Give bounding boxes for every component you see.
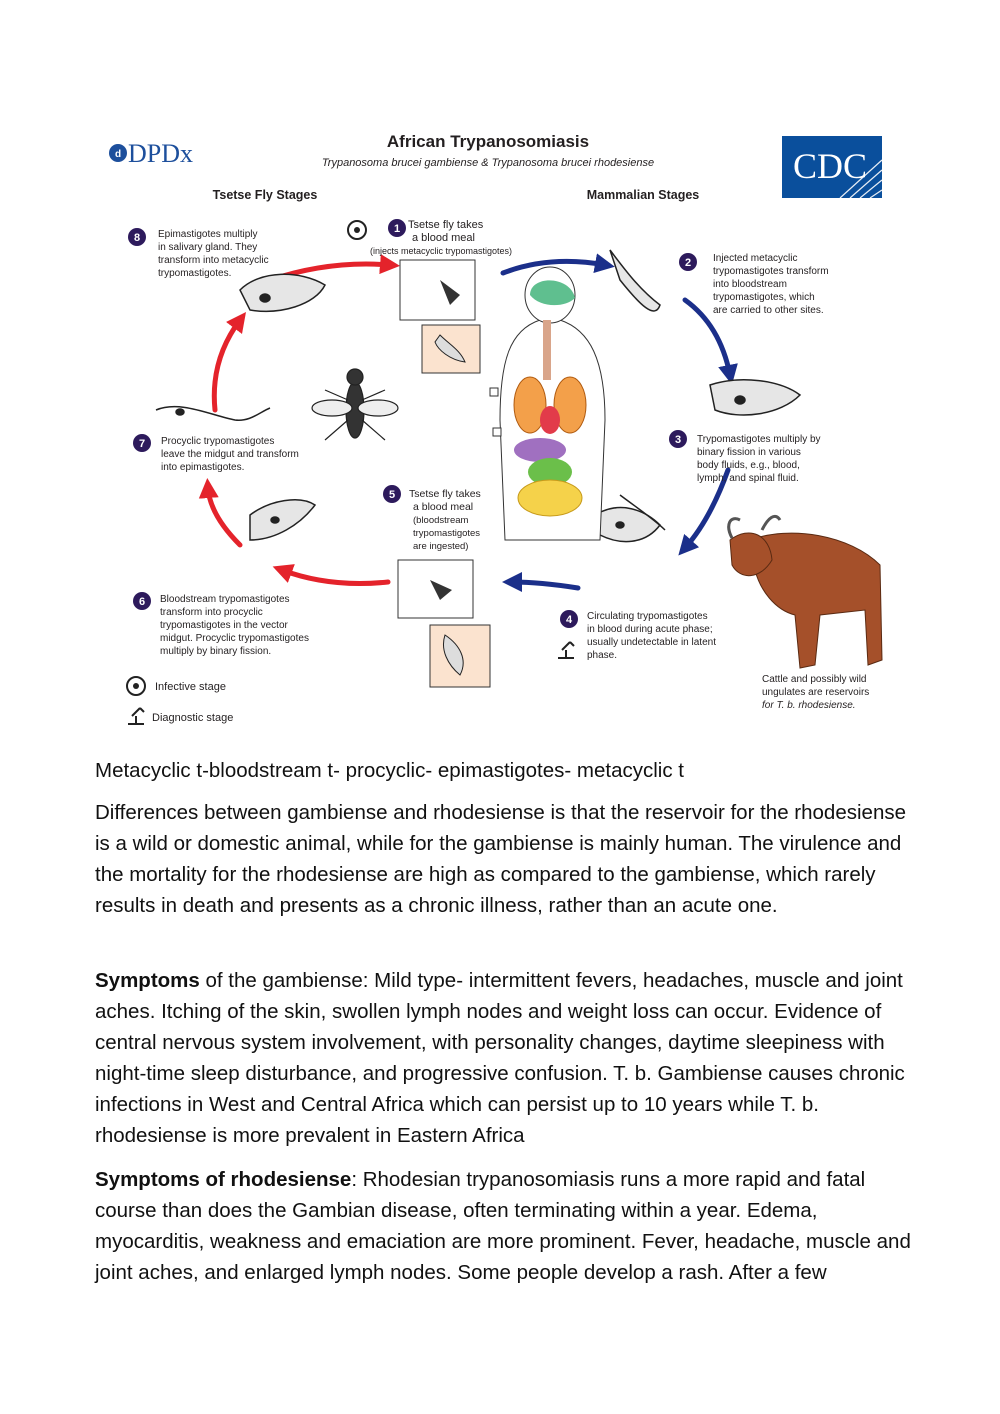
step-5-text: Tsetse fly takes	[409, 488, 481, 500]
cattle-illustration	[729, 516, 882, 668]
legend-infective: Infective stage	[155, 681, 226, 693]
step-1-number: 1	[394, 223, 400, 235]
biohazard-icon-step1	[348, 221, 366, 239]
tsetse-fly-illustration	[312, 369, 398, 440]
step-4-text: usually undetectable in latent	[587, 637, 716, 648]
step-3-text: binary fission in various	[697, 447, 801, 458]
step-7-number: 7	[139, 438, 145, 450]
step-6-text: transform into procyclic	[160, 607, 263, 618]
step-1-text: a blood meal	[412, 232, 475, 244]
differences-paragraph: Differences between gambiense and rhodes…	[95, 797, 915, 921]
gambiense-body: of the gambiense: Mild type- intermitten…	[95, 969, 905, 1147]
fly-bite-inset-top	[400, 260, 480, 373]
step-2-text: into bloodstream	[713, 279, 787, 290]
step-3-text: body fluids, e.g., blood,	[697, 460, 800, 471]
cattle-note: Cattle and possibly wild ungulates are r…	[762, 674, 869, 711]
step-3-text: lymph, and spinal fluid.	[697, 473, 799, 484]
step-7-text: leave the midgut and transform	[161, 449, 299, 460]
figure-title: African Trypanosomiasis	[387, 132, 589, 151]
rhodesiense-paragraph: Symptoms of rhodesiense: Rhodesian trypa…	[95, 1164, 915, 1288]
step-6-number: 6	[139, 596, 145, 608]
step-5-text: are ingested)	[413, 541, 468, 552]
step-1-text: (injects metacyclic trypomastigotes)	[370, 246, 512, 256]
mammal-stages-label: Mammalian Stages	[587, 188, 700, 202]
step-2-text: trypomastigotes, which	[713, 292, 815, 303]
step-5-text: trypomastigotes	[413, 528, 480, 539]
step-8-text: trypomastigotes.	[158, 268, 231, 279]
step-4-text: Circulating trypomastigotes	[587, 611, 708, 622]
step-2-text: Injected metacyclic	[713, 253, 797, 264]
svg-text:ungulates are reservoirs: ungulates are reservoirs	[762, 687, 869, 698]
gambiense-paragraph: Symptoms of the gambiense: Mild type- in…	[95, 965, 915, 1151]
step-4-text: phase.	[587, 650, 617, 661]
step-2-text: trypomastigotes transform	[713, 266, 829, 277]
step-7-text: into epimastigotes.	[161, 462, 244, 473]
step-5-text: a blood meal	[413, 501, 473, 513]
svg-text:Cattle and possibly wild: Cattle and possibly wild	[762, 674, 867, 685]
svg-text:for T. b. rhodesiense.: for T. b. rhodesiense.	[762, 700, 856, 711]
gambiense-label: Symptoms	[95, 969, 200, 992]
step-1-text: Tsetse fly takes	[408, 219, 484, 231]
step-5-number: 5	[389, 489, 395, 501]
microscope-icon-step4	[558, 642, 574, 658]
step-8-text: Epimastigotes multiply	[158, 229, 257, 240]
figure-subtitle: Trypanosoma brucei gambiense & Trypanoso…	[322, 157, 654, 169]
step-4-number: 4	[566, 614, 573, 626]
sequence-line: Metacyclic t-bloodstream t- procyclic- e…	[95, 755, 915, 786]
human-body-illustration	[490, 267, 605, 540]
step-3-text: Trypomastigotes multiply by	[697, 434, 821, 445]
step-8-number: 8	[134, 232, 140, 244]
step-5-text: (bloodstream	[413, 515, 469, 526]
svg-text:CDC: CDC	[793, 146, 867, 186]
svg-text:d: d	[115, 149, 121, 160]
step-6-text: midgut. Procyclic trypomastigotes	[160, 633, 309, 644]
legend-diagnostic: Diagnostic stage	[152, 712, 233, 724]
step-2-number: 2	[685, 257, 691, 269]
svg-text:DPDx: DPDx	[128, 139, 193, 168]
dpdx-logo: d DPDx	[109, 139, 193, 168]
life-cycle-figure: d DPDx CDC African Trypanosomiasis Trypa…	[100, 120, 900, 740]
step-7-text: Procyclic trypomastigotes	[161, 436, 274, 447]
fly-bite-inset-bottom	[398, 560, 490, 687]
microscope-icon	[128, 708, 144, 724]
step-6-text: trypomastigotes in the vector	[160, 620, 289, 631]
step-2-text: are carried to other sites.	[713, 305, 824, 316]
step-6-text: Bloodstream trypomastigotes	[160, 594, 290, 605]
step-6-text: multiply by binary fission.	[160, 646, 271, 657]
fly-stages-label: Tsetse Fly Stages	[213, 188, 318, 202]
rhodesiense-label: Symptoms of rhodesiense	[95, 1168, 351, 1191]
step-8-text: in salivary gland. They	[158, 242, 257, 253]
cdc-logo: CDC	[782, 136, 882, 198]
step-8-text: transform into metacyclic	[158, 255, 269, 266]
biohazard-icon	[127, 677, 145, 695]
step-4-text: in blood during acute phase;	[587, 624, 713, 635]
step-3-number: 3	[675, 434, 681, 446]
